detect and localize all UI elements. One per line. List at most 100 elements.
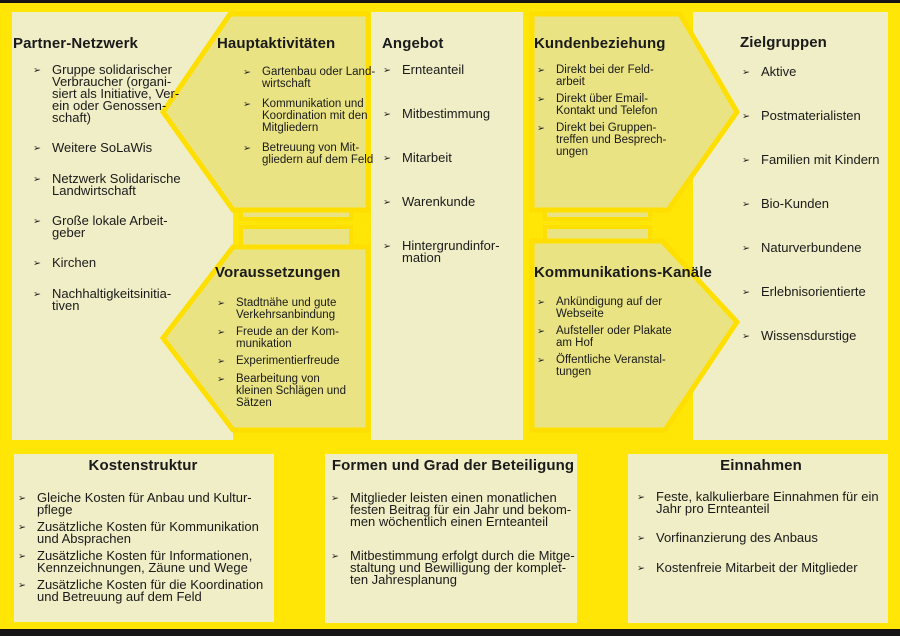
bullet-list: ➢ Ankündigung auf der Webseite ➢ Aufstel… [534, 296, 684, 378]
list-item: ➢ Feste, kalkulierbare Einnahmen für ein… [637, 490, 885, 515]
list-item-text: Kostenfreie Mitarbeit der Mitglieder [656, 560, 858, 575]
arrow-bullet-icon: ➢ [383, 65, 391, 76]
list-item: ➢ Gleiche Kosten für Anbau und Kultur- p… [18, 491, 268, 516]
kommunikationskanaele-hexagon-shape [529, 238, 741, 433]
panel-einnahmen: Einnahmen ➢ Feste, kalkulierbare Einnahm… [637, 458, 885, 592]
list-item: ➢ Bearbeitung von kleinen Schlägen und S… [217, 373, 367, 409]
list-item: ➢ Kommunikation und Koordination mit den… [243, 98, 367, 134]
arrow-bullet-icon: ➢ [18, 522, 26, 533]
panel-angebot: Angebot ➢ Ernteanteil ➢ Mitbestimmung ➢ … [382, 36, 522, 295]
bullet-list: ➢ Direkt bei der Feld- arbeit ➢ Direkt ü… [534, 64, 669, 158]
panel-title: Partner-Netzwerk [13, 35, 138, 52]
list-item-text: Aktive [761, 64, 797, 79]
list-item: ➢ Freude an der Kom- munikation [217, 326, 367, 350]
list-item-text: Warenkunde [402, 194, 476, 209]
arrow-bullet-icon: ➢ [637, 563, 645, 574]
formen-panel-shape [325, 454, 577, 623]
list-item-text: Ankündigung auf der Webseite [556, 296, 663, 320]
list-item-text: Betreuung von Mit- gliedern auf dem Feld [262, 142, 374, 166]
bottom-edge-strip [0, 629, 900, 636]
arrow-bullet-icon: ➢ [537, 297, 545, 308]
voraussetzungen-hexagon-shape [159, 244, 371, 433]
list-item-text: Mitbestimmung erfolgt durch die Mitge- s… [350, 548, 575, 587]
panel-hauptaktivitaeten: Hauptaktivitäten ➢ Gartenbau oder Land- … [217, 36, 375, 174]
list-item-text: Öffentliche Veranstal- tungen [556, 354, 666, 378]
list-item: ➢ Nachhaltigkeitsinitia- tiven [33, 287, 213, 312]
arrow-bullet-icon: ➢ [33, 216, 41, 227]
list-item: ➢ Zusätzliche Kosten für die Koordinatio… [18, 578, 268, 603]
arrow-bullet-icon: ➢ [217, 327, 225, 338]
list-item-text: Mitbestimmung [402, 106, 491, 121]
arrow-bullet-icon: ➢ [331, 493, 339, 504]
list-item-text: Aufsteller oder Plakate am Hof [556, 325, 672, 349]
list-item: ➢ Direkt bei Gruppen- treffen und Bespre… [537, 122, 669, 158]
einnahmen-panel-shape [628, 454, 888, 623]
arrow-bullet-icon: ➢ [537, 65, 545, 76]
list-item: ➢ Große lokale Arbeit- geber [33, 214, 213, 239]
list-item: ➢ Kirchen [33, 256, 213, 270]
arrow-bullet-icon: ➢ [243, 99, 251, 110]
top-edge-strip [0, 0, 900, 3]
arrow-bullet-icon: ➢ [383, 109, 391, 120]
arrow-bullet-icon: ➢ [742, 243, 750, 254]
list-item: ➢ Ernteanteil [383, 63, 522, 77]
arrow-bullet-icon: ➢ [33, 65, 41, 76]
list-item-text: Mitglieder leisten einen monatlichen fes… [350, 490, 572, 529]
kostenstruktur-panel-shape [14, 454, 274, 622]
arrow-bullet-icon: ➢ [33, 258, 41, 269]
arrow-bullet-icon: ➢ [537, 326, 545, 337]
list-item: ➢ Bio-Kunden [742, 196, 885, 211]
list-item-text: Freude an der Kom- munikation [236, 326, 339, 350]
list-item: ➢ Experimentierfreude [217, 355, 367, 368]
arrow-bullet-icon: ➢ [33, 289, 41, 300]
list-item: ➢ Aktive [742, 64, 885, 79]
arrow-bullet-icon: ➢ [742, 199, 750, 210]
panel-title: Einnahmen [720, 457, 802, 474]
list-item-text: Postmaterialisten [761, 108, 861, 123]
arrow-bullet-icon: ➢ [383, 153, 391, 164]
arrow-bullet-icon: ➢ [243, 143, 251, 154]
arrow-bullet-icon: ➢ [18, 551, 26, 562]
list-item: ➢ Vorfinanzierung des Anbaus [637, 531, 885, 545]
angebot-panel-shape [371, 12, 523, 440]
list-item: ➢ Kostenfreie Mitarbeit der Mitglieder [637, 560, 885, 575]
arrow-bullet-icon: ➢ [33, 174, 41, 185]
list-item-text: Mitarbeit [402, 150, 452, 165]
list-item: ➢ Mitbestimmung erfolgt durch die Mitge-… [331, 548, 575, 587]
arrow-bullet-icon: ➢ [742, 287, 750, 298]
panel-title: Formen und Grad der Beteiligung [331, 457, 575, 474]
list-item-text: Zusätzliche Kosten für Kommunikation und… [37, 519, 259, 546]
panel-kommunikations-kanaele: Kommunikations-Kanäle ➢ Ankündigung auf … [534, 265, 712, 383]
list-item-text: Zusätzliche Kosten für Informationen, Ke… [37, 548, 253, 575]
list-item-text: Direkt über Email- Kontakt und Telefon [556, 93, 658, 117]
list-item-text: Direkt bei Gruppen- treffen und Besprech… [556, 122, 667, 158]
list-item-text: Familien mit Kindern [761, 152, 880, 167]
arrow-bullet-icon: ➢ [637, 492, 645, 503]
list-item-text: Stadtnähe und gute Verkehrsanbindung [236, 297, 337, 321]
list-item: ➢ Naturverbundene [742, 240, 885, 255]
zielgruppen-panel-shape [693, 12, 888, 440]
arrow-bullet-icon: ➢ [537, 355, 545, 366]
bullet-list: ➢ Gruppe solidarischer Verbraucher (orga… [13, 63, 213, 312]
list-item-text: Gartenbau oder Land- wirtschaft [262, 66, 376, 90]
list-item-text: Naturverbundene [761, 240, 862, 255]
list-item: ➢ Postmaterialisten [742, 108, 885, 123]
list-item: ➢ Zusätzliche Kosten für Informationen, … [18, 548, 268, 575]
arrow-bullet-icon: ➢ [217, 374, 225, 385]
list-item: ➢ Netzwerk Solidarische Landwirtschaft [33, 172, 213, 197]
arrow-bullet-icon: ➢ [331, 551, 339, 562]
arrow-bullet-icon: ➢ [742, 155, 750, 166]
list-item-text: Bio-Kunden [761, 196, 829, 211]
list-item: ➢ Gartenbau oder Land- wirtschaft [243, 66, 375, 90]
list-item: ➢ Warenkunde [383, 194, 522, 209]
list-item: ➢ Mitbestimmung [383, 106, 522, 121]
list-item: ➢ Ankündigung auf der Webseite [537, 296, 684, 320]
list-item-text: Direkt bei der Feld- arbeit [556, 64, 654, 88]
list-item-text: Weitere SoLaWis [52, 140, 153, 155]
panel-title: Angebot [382, 35, 444, 52]
panel-voraussetzungen: Voraussetzungen ➢ Stadtnähe und gute Ver… [215, 265, 367, 414]
list-item: ➢ Weitere SoLaWis [33, 140, 213, 155]
bullet-list: ➢ Mitglieder leisten einen monatlichen f… [331, 490, 575, 587]
arrow-bullet-icon: ➢ [537, 123, 545, 134]
